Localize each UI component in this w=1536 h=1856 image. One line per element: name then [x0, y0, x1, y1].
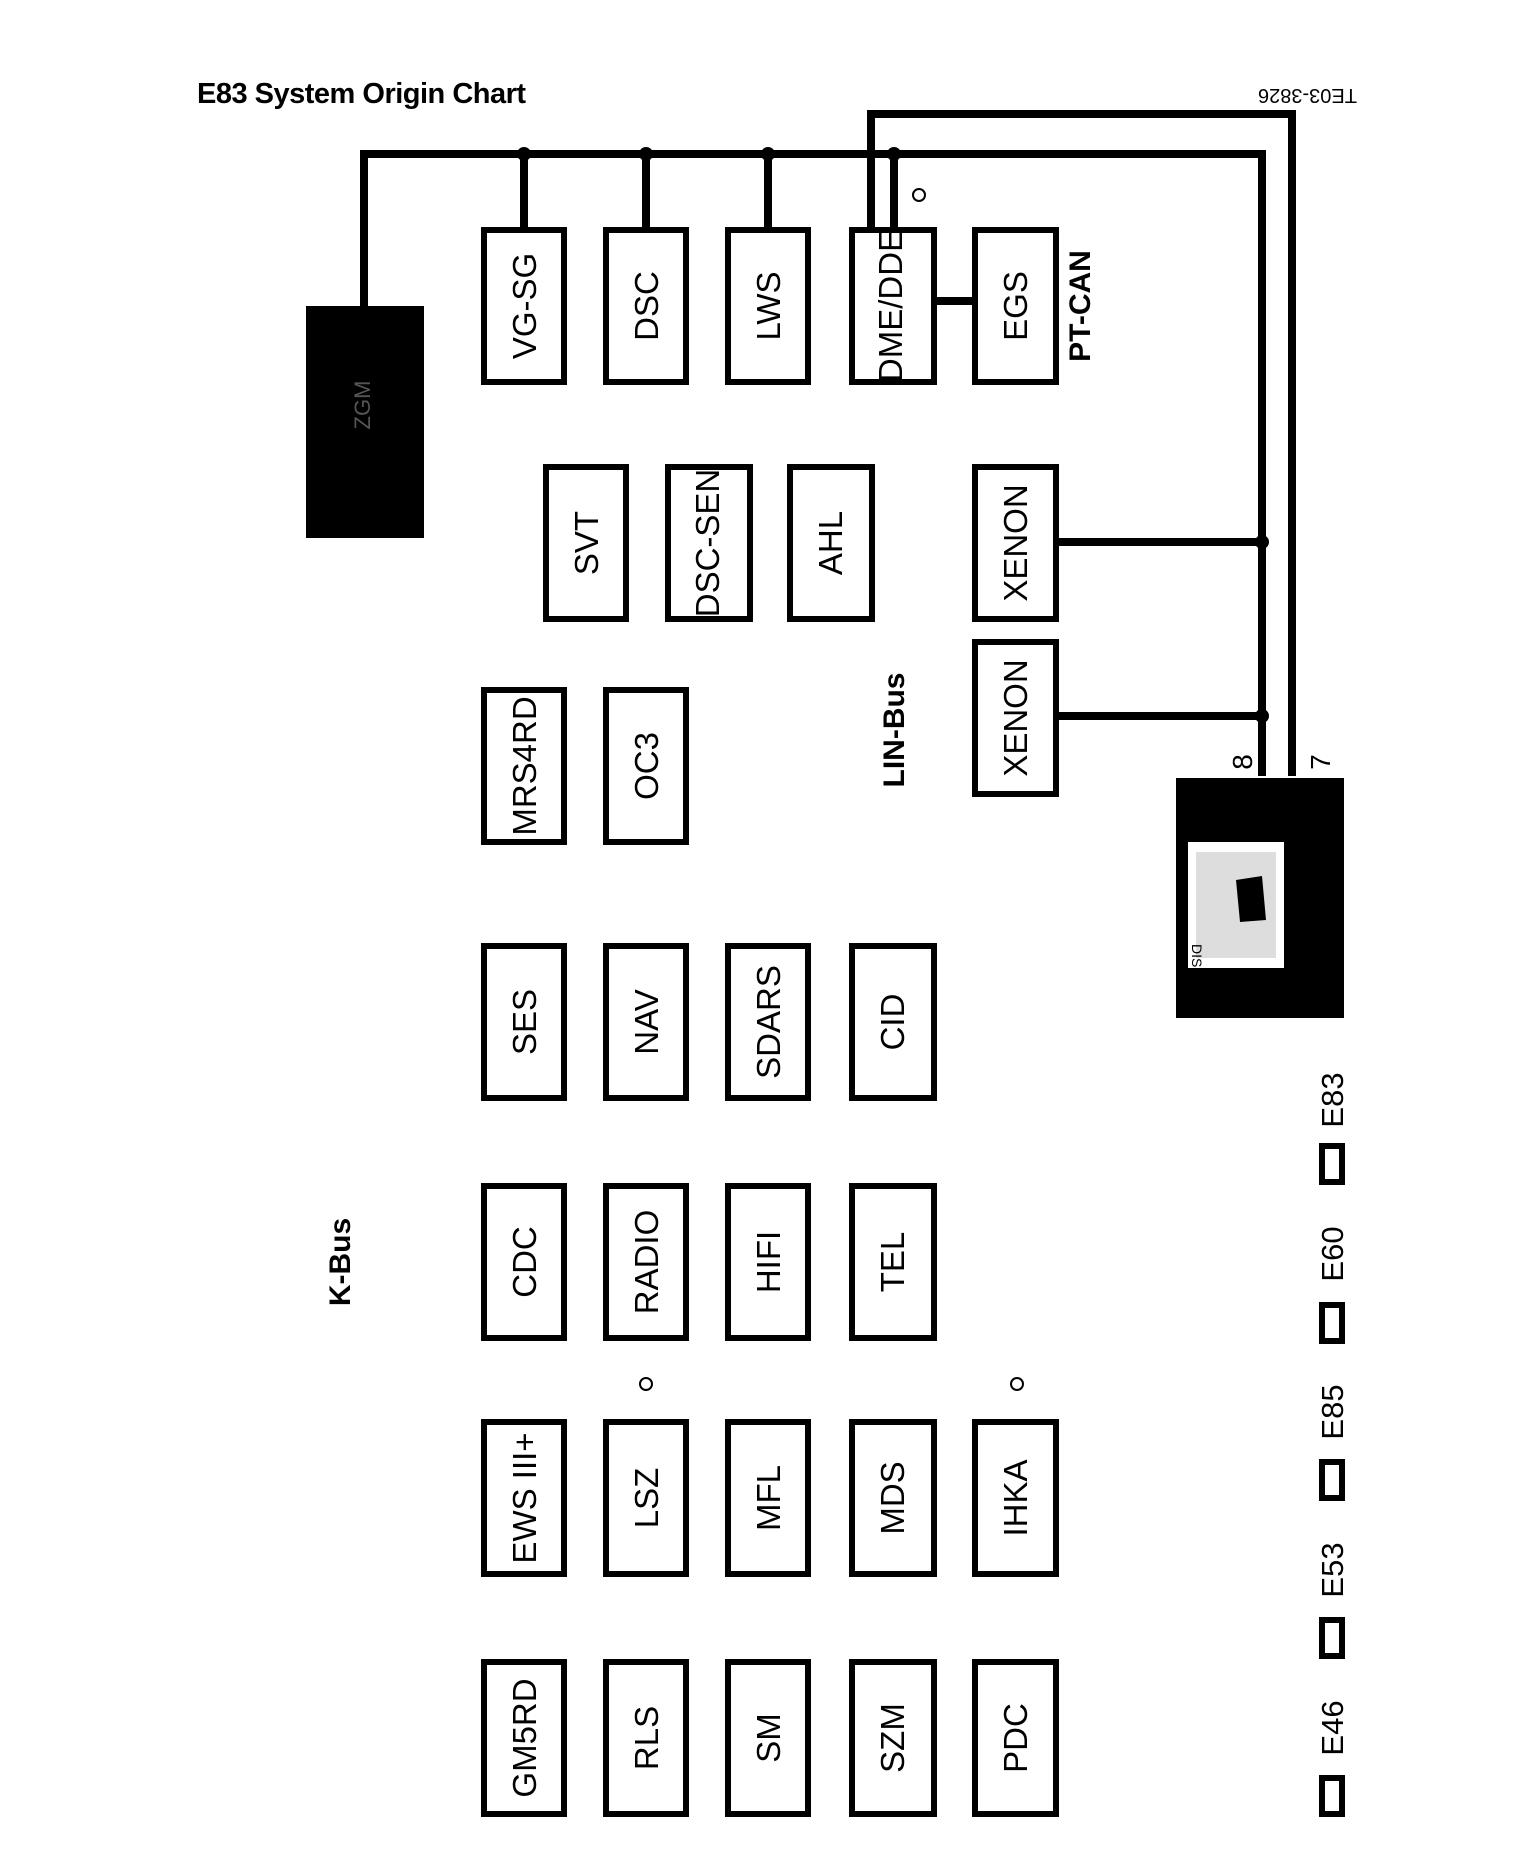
- k-bus-label: K-Bus: [324, 1218, 357, 1306]
- module-nav: NAV: [603, 943, 689, 1101]
- module-pdc-label: PDC: [997, 1703, 1034, 1773]
- module-dme-dde-label: DME/DDE: [872, 230, 909, 382]
- module-sdars: SDARS: [725, 943, 811, 1101]
- module-xenon-2: XENON: [972, 639, 1059, 797]
- module-oc3-label: OC3: [628, 732, 665, 800]
- legend-item-e46: E46: [1315, 1700, 1350, 1817]
- module-radio: RADIO: [603, 1183, 689, 1341]
- module-pdc: PDC: [972, 1659, 1059, 1817]
- module-ews: EWS III+: [481, 1419, 567, 1577]
- module-xenon-2-label: XENON: [997, 659, 1034, 776]
- module-lws: LWS: [725, 227, 811, 385]
- legend-label-e46: E46: [1315, 1700, 1350, 1755]
- module-mfl: MFL: [725, 1419, 811, 1577]
- module-xenon-1: XENON: [972, 464, 1059, 622]
- module-cid-label: CID: [874, 994, 911, 1051]
- pin-7-label: 7: [1305, 754, 1336, 770]
- module-cdc: CDC: [481, 1183, 567, 1341]
- module-ihka: IHKA: [972, 1419, 1059, 1577]
- legend-item-e53: E53: [1315, 1542, 1350, 1659]
- module-dsc-sen: DSC-SEN: [665, 464, 753, 622]
- module-gm5rd-label: GM5RD: [506, 1678, 543, 1797]
- module-ses: SES: [481, 943, 567, 1101]
- module-mrs4rd: MRS4RD: [481, 687, 567, 845]
- pt-can-bus-lines: [360, 110, 1296, 776]
- legend: E83 E60 E85 E53 E46: [1315, 1072, 1350, 1817]
- module-ahl: AHL: [787, 464, 875, 622]
- module-lws-label: LWS: [750, 271, 787, 340]
- module-radio-label: RADIO: [628, 1210, 665, 1315]
- module-dsc-sen-label: DSC-SEN: [689, 469, 726, 618]
- module-cdc-label: CDC: [506, 1226, 543, 1298]
- option-markers: [639, 188, 1024, 1391]
- gateway-module-image: ZGM: [306, 306, 424, 538]
- module-lsz: LSZ: [603, 1419, 689, 1577]
- module-dsc-label: DSC: [628, 271, 665, 341]
- module-sdars-label: SDARS: [750, 965, 787, 1079]
- module-dsc: DSC: [603, 227, 689, 385]
- module-ahl-label: AHL: [812, 511, 849, 575]
- module-tel: TEL: [849, 1183, 937, 1341]
- module-szm-label: SZM: [874, 1703, 911, 1773]
- legend-label-e60: E60: [1315, 1226, 1350, 1281]
- pin-8-label: 8: [1227, 754, 1258, 770]
- module-cid: CID: [849, 943, 937, 1101]
- module-rls: RLS: [603, 1659, 689, 1817]
- module-dme-dde: DME/DDE: [849, 227, 937, 385]
- diagnostic-tester-image: DIS: [1176, 778, 1344, 1018]
- module-rls-label: RLS: [628, 1706, 665, 1770]
- tester-screen-label: DIS: [1189, 944, 1205, 967]
- module-szm: SZM: [849, 1659, 937, 1817]
- module-ses-label: SES: [506, 989, 543, 1055]
- lin-bus-label: LIN-Bus: [878, 673, 911, 788]
- module-egs-label: EGS: [997, 271, 1034, 341]
- diagram-title: E83 System Origin Chart: [197, 78, 526, 110]
- legend-label-e85: E85: [1315, 1384, 1350, 1439]
- module-nav-label: NAV: [628, 989, 665, 1054]
- module-oc3: OC3: [603, 687, 689, 845]
- module-ihka-label: IHKA: [997, 1459, 1034, 1536]
- module-gm5rd: GM5RD: [481, 1659, 567, 1817]
- pt-can-label: PT-CAN: [1064, 250, 1097, 362]
- module-egs: EGS: [972, 227, 1059, 385]
- module-tel-label: TEL: [874, 1232, 911, 1293]
- module-mrs4rd-label: MRS4RD: [506, 696, 543, 835]
- module-vg-sg-label: VG-SG: [506, 253, 543, 359]
- module-ews-label: EWS III+: [506, 1432, 543, 1563]
- module-mfl-label: MFL: [750, 1465, 787, 1531]
- legend-item-e85: E85: [1315, 1384, 1350, 1501]
- module-svt-label: SVT: [568, 511, 605, 575]
- module-sm: SM: [725, 1659, 811, 1817]
- legend-item-e83: E83: [1315, 1072, 1350, 1185]
- legend-label-e83: E83: [1315, 1072, 1350, 1127]
- module-lsz-label: LSZ: [628, 1468, 665, 1529]
- legend-label-e53: E53: [1315, 1542, 1350, 1597]
- module-hifi-label: HIFI: [750, 1231, 787, 1293]
- module-hifi: HIFI: [725, 1183, 811, 1341]
- module-xenon-1-label: XENON: [997, 484, 1034, 601]
- module-sm-label: SM: [750, 1713, 787, 1763]
- module-mds-label: MDS: [874, 1461, 911, 1534]
- module-vg-sg: VG-SG: [481, 227, 567, 385]
- svg-text:ZGM: ZGM: [350, 381, 375, 430]
- legend-item-e60: E60: [1315, 1226, 1350, 1344]
- module-svt: SVT: [543, 464, 629, 622]
- module-mds: MDS: [849, 1419, 937, 1577]
